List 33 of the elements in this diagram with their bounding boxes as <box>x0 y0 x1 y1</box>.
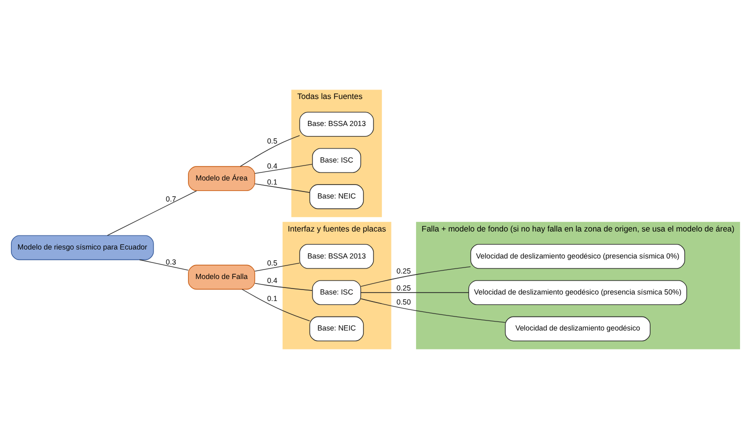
node-box: Velocidad de deslizamiento geodésico <box>504 316 650 341</box>
node-box: Base: BSSA 2013 <box>299 243 374 268</box>
connector <box>360 298 506 322</box>
edge-label: 0.5 <box>267 258 278 268</box>
edge-label: 0.7 <box>166 194 176 203</box>
connector <box>107 190 197 236</box>
edge-label: 0.3 <box>166 256 176 266</box>
connector <box>254 262 300 272</box>
connector <box>254 163 313 174</box>
node-box: Base: ISC <box>312 148 362 172</box>
edge-label: 0.1 <box>267 294 278 303</box>
node-box: Velocidad de deslizamiento geodésico (presencia sísmica 50%) <box>468 280 688 305</box>
node-box: Base: ISC <box>312 280 362 305</box>
edge-label: 0.5 <box>267 136 278 146</box>
connector <box>360 266 471 286</box>
connector <box>254 182 310 192</box>
edge-label: 0.25 <box>396 282 411 292</box>
connector <box>242 288 310 321</box>
edge-label: 0.1 <box>267 176 278 186</box>
edge-label: 0.25 <box>396 266 411 276</box>
connector <box>254 282 313 290</box>
node-box: Base: BSSA 2013 <box>299 111 374 136</box>
edge-label: 0.4 <box>267 276 278 285</box>
node-box: Velocidad de deslizamiento geodésico (presencia sísmica 0%) <box>470 243 686 268</box>
connector <box>139 258 189 270</box>
node-box: Base: NEIC <box>309 316 364 341</box>
node-box: Base: NEIC <box>309 184 364 209</box>
node-box: Modelo de Falla <box>188 264 256 290</box>
connector <box>240 134 300 166</box>
edge-label: 0.50 <box>396 297 411 306</box>
edge-label: 0.4 <box>267 160 278 170</box>
node-box: Modelo de riesgo sísmico para Ecuador <box>10 234 154 260</box>
node-box: Modelo de Área <box>188 166 256 190</box>
